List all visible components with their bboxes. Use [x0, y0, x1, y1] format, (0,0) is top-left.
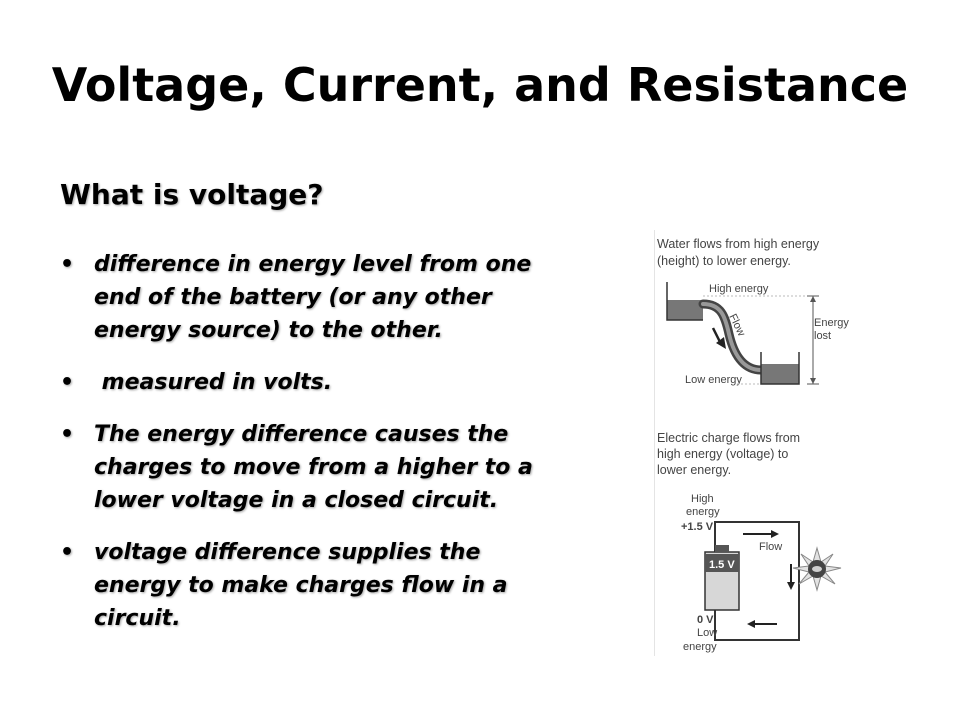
top-flow-arrow-icon — [743, 530, 779, 538]
slide-title: Voltage, Current, and Resistance — [51, 58, 909, 112]
voltage-analogy-diagram: Water flows from high energy (height) to… — [657, 237, 849, 653]
bullet-dot-icon: • — [60, 370, 75, 395]
glowing-bulb-icon — [792, 546, 842, 592]
voltage-analogy-figure: Water flows from high energy (height) to… — [654, 230, 857, 656]
circuit-zero-voltage: 0 V — [697, 614, 714, 626]
bottom-flow-arrow-icon — [747, 620, 777, 628]
right-flow-arrow-icon — [787, 564, 795, 590]
bullet-dot-icon: • — [60, 422, 75, 447]
upper-water-tank — [666, 282, 703, 321]
circuit-low-line1: Low — [697, 627, 717, 639]
bullet-dot-icon: • — [60, 252, 75, 277]
battery-icon — [704, 545, 740, 611]
circuit-high-line2: energy — [686, 506, 720, 518]
water-caption-line1: Water flows from high energy — [657, 237, 820, 251]
slide-subtitle: What is voltage? — [60, 178, 324, 211]
circuit-high-line1: High — [691, 493, 714, 505]
circuit-caption-line1: Electric charge flows from — [657, 431, 800, 445]
bullet-item: • difference in energy level from one en… — [60, 248, 550, 347]
circuit-low-line2: energy — [683, 641, 717, 653]
circuit-plus-voltage: +1.5 V — [681, 521, 714, 533]
battery-voltage-label: 1.5 V — [709, 559, 735, 571]
bullet-item: • measured in volts. — [60, 366, 550, 399]
bullet-text: The energy difference causes the charges… — [94, 422, 533, 513]
circuit-caption-line3: lower energy. — [657, 463, 731, 477]
energy-lost-line2: lost — [814, 330, 831, 342]
water-high-label: High energy — [709, 283, 769, 295]
bullet-text: voltage difference supplies the energy t… — [94, 540, 508, 631]
circuit-caption-line2: high energy (voltage) to — [657, 447, 788, 461]
flow-pipe-highlight — [701, 302, 763, 372]
energy-lost-line1: Energy — [814, 317, 849, 329]
flow-arrow-icon — [711, 327, 726, 349]
bullet-item: • voltage difference supplies the energy… — [60, 536, 550, 635]
bullet-text: measured in volts. — [94, 370, 333, 395]
bullet-item: • The energy difference causes the charg… — [60, 418, 550, 517]
lower-water-tank — [760, 352, 800, 385]
bullet-text: difference in energy level from one end … — [94, 252, 532, 343]
water-caption-line2: (height) to lower energy. — [657, 254, 791, 268]
water-low-label: Low energy — [685, 374, 742, 386]
energy-lost-bracket — [807, 295, 819, 385]
bullet-dot-icon: • — [60, 540, 75, 565]
bullet-list: • difference in energy level from one en… — [60, 248, 550, 654]
circuit-flow-label: Flow — [759, 541, 782, 553]
